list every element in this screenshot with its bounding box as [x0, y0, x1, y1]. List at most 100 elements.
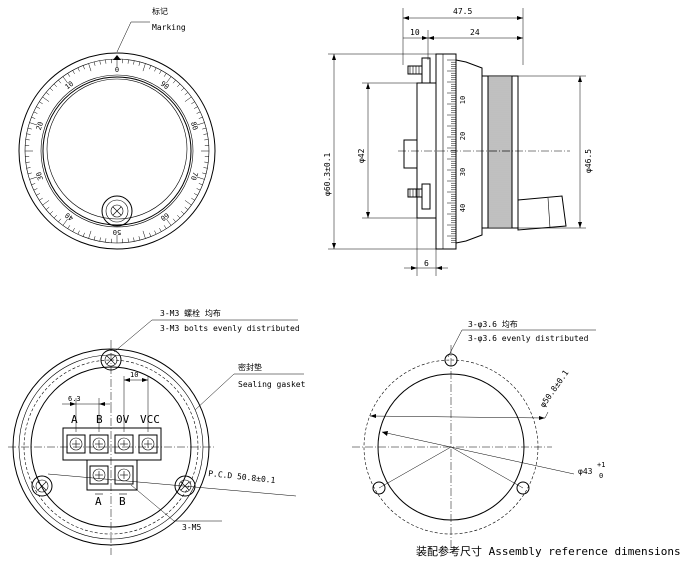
terminal-screw-head [69, 437, 83, 451]
front-scale-tick [26, 133, 31, 135]
front-scale-tick [36, 193, 41, 196]
front-scale-tick [180, 211, 185, 215]
front-scale-tick [166, 76, 172, 84]
dim-bottom: 6 [424, 259, 429, 268]
side-stud-top [407, 57, 431, 84]
front-scale-tick [177, 83, 181, 88]
front-scale-tick [163, 225, 167, 229]
front-scale-tick [138, 236, 141, 241]
gasket-label-en: Sealing gasket [238, 380, 306, 389]
front-scale-tick [67, 225, 71, 229]
side-scale-number: 30 [459, 168, 467, 176]
terminal-screw [89, 434, 109, 454]
bolts-label-en: 3-M3 bolts evenly distributed [160, 324, 300, 333]
front-scale-tick [39, 101, 43, 105]
front-scale-tick [184, 206, 189, 210]
rear-bolt-left [31, 475, 53, 497]
front-scale-tick [33, 111, 38, 114]
front-scale-tick [198, 183, 203, 186]
terminal-screw [114, 465, 134, 485]
front-scale-tick [196, 188, 201, 191]
front-dial-number: 90 [159, 80, 171, 91]
front-scale-tick [67, 73, 71, 77]
side-stud-bottom [407, 183, 431, 210]
front-scale-tick [202, 172, 207, 175]
front-scale-tick [49, 211, 54, 215]
front-scale-tick [177, 214, 181, 219]
front-scale-tick [26, 167, 31, 169]
marking-pointer [113, 21, 150, 60]
front-scale-tick [163, 73, 167, 77]
dim-pitch-b: 10 [130, 371, 138, 379]
terminal-screw-head [117, 468, 131, 482]
front-scale-tick [193, 106, 198, 109]
finger-crank [101, 195, 133, 227]
bolts-label-cn: 3-M3 螺栓 均布 [160, 308, 221, 318]
front-scale-tick [204, 139, 209, 141]
terminal-screw [89, 465, 109, 485]
front-scale-tick [82, 65, 85, 70]
terminal-label-vcc: VCC [140, 413, 160, 426]
dim-left: 10 [410, 28, 420, 37]
terminal-screws [66, 434, 158, 485]
terminal-label-b-bar: B [119, 495, 126, 508]
dia-cut-tol-lower: 0 [599, 472, 603, 480]
dia-cut: φ43 [578, 467, 593, 476]
terminal-block-bottom [86, 459, 138, 491]
front-scale-tick [159, 70, 162, 75]
front-scale-tick [149, 232, 152, 237]
front-scale-tick [88, 230, 92, 239]
dia-pcd: φ50.8±0.1 [538, 368, 570, 409]
front-scale-tick [154, 67, 157, 72]
front-scale-tick [127, 59, 129, 64]
terminal-label-a-bar: A [95, 495, 102, 508]
dia-body: φ42 [357, 148, 366, 163]
gasket-label-cn: 密封垫 [238, 362, 262, 372]
front-scale-tick [45, 206, 50, 210]
front-scale-tick [45, 92, 50, 96]
front-scale-tick [198, 116, 203, 119]
holes-label-cn: 3-φ3.6 均布 [468, 319, 518, 329]
front-scale-tick [142, 63, 146, 72]
rear-view: A B 0V VCC A B 6.3 10 3-M3 螺栓 均布 3-M3 bo… [8, 308, 306, 555]
assembly-hole-right [516, 481, 530, 495]
front-scale-tick [166, 218, 172, 226]
front-scale-tick [204, 161, 209, 163]
front-scale-tick [42, 200, 50, 206]
front-scale-tick [29, 176, 38, 180]
front-scale-tick [172, 79, 176, 84]
front-dial-number: 20 [35, 121, 45, 131]
front-scale-tick [105, 238, 107, 243]
rear-bolt-top [100, 349, 122, 371]
assembly-hole-top [444, 353, 458, 367]
front-scale-tick [99, 60, 101, 65]
front-scale-tick [77, 67, 80, 72]
front-scale-tick [172, 218, 176, 223]
front-scale-tick [88, 63, 92, 72]
side-scale-number: 10 [459, 96, 467, 104]
front-scale-tick [58, 79, 62, 84]
front-dial-number: 30 [35, 171, 45, 181]
terminal-screw-head [117, 437, 131, 451]
front-scale-tick [196, 176, 205, 180]
dim-pitch-a: 6.3 [68, 395, 81, 403]
terminal-screw-head [92, 468, 106, 482]
front-scale-tick [25, 161, 30, 163]
front-scale-ticks [25, 59, 209, 243]
front-scale-tick [202, 127, 207, 130]
front-scale-tick [27, 172, 32, 175]
front-knob-face [46, 78, 188, 220]
front-scale-tick [49, 87, 54, 91]
dim-total: 47.5 [453, 7, 472, 16]
front-scale-tick [29, 122, 38, 126]
terminal-label-a: A [71, 413, 78, 426]
pcd-label: P.C.D 50.8±0.1 [208, 469, 276, 485]
front-scale-tick [191, 197, 195, 201]
knurl-lines [488, 77, 512, 227]
front-scale-tick [105, 59, 107, 64]
terminal-label-b: B [96, 413, 103, 426]
front-scale-tick [25, 139, 30, 141]
terminal-screw [66, 434, 86, 454]
front-scale-tick [58, 218, 62, 223]
